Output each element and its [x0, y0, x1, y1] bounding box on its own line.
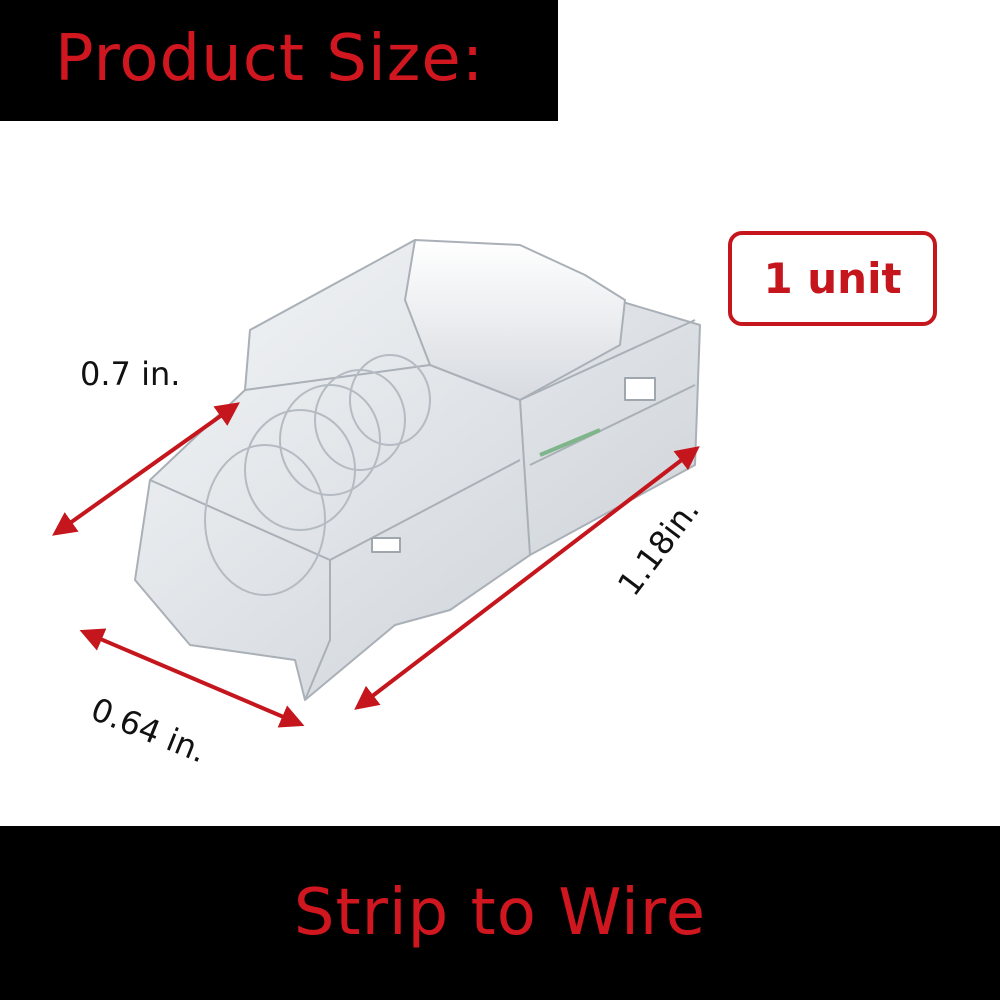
- height-label: 0.7 in.: [80, 355, 181, 393]
- length-dimension-arrow: [354, 446, 700, 710]
- width-dimension-arrow: [79, 628, 305, 728]
- unit-badge: 1 unit: [728, 231, 937, 326]
- page-title: Product Size:: [55, 22, 485, 96]
- footer-bar: Strip to Wire: [0, 826, 1000, 1000]
- connector-body: [134, 239, 701, 701]
- unit-badge-label: 1 unit: [763, 254, 902, 303]
- footer-label: Strip to Wire: [293, 876, 707, 950]
- header-bar: Product Size:: [0, 0, 558, 121]
- height-dimension-arrow: [52, 402, 240, 536]
